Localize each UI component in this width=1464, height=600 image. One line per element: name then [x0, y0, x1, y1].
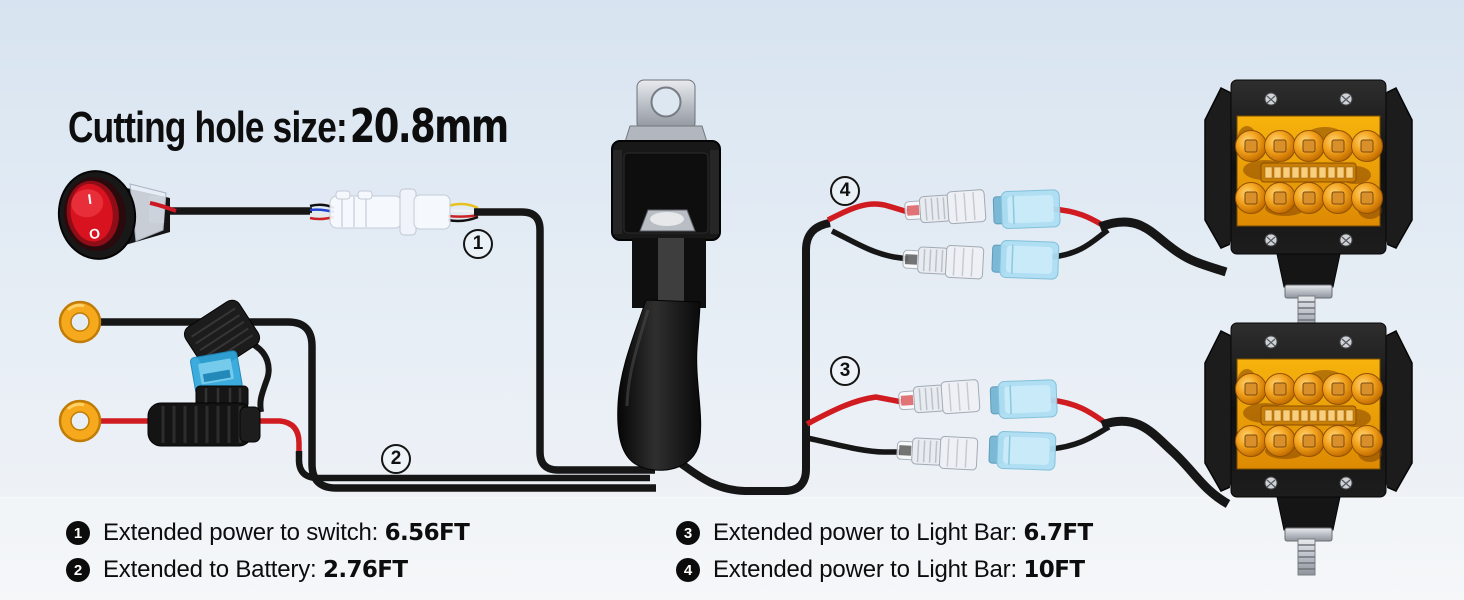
legend-label-1: Extended power to switch:	[103, 519, 379, 546]
wire-tag-4: 4	[830, 176, 860, 206]
blue-terminal-4-neg	[990, 239, 1060, 281]
wire-tag-1: 1	[463, 229, 493, 259]
wire-lightbar-bottom	[1049, 397, 1231, 508]
wire-lightbar-top	[1051, 206, 1228, 277]
wire-tag-3: 3	[830, 356, 860, 386]
legend-text-3: Extended power to Light Bar: 6.7FT	[713, 519, 1093, 547]
wire-branch-4	[826, 201, 909, 262]
ring-terminal-positive	[58, 399, 102, 443]
switch-off-mark: O	[88, 225, 101, 242]
clear-terminal-4-neg	[901, 242, 985, 280]
fuse-cap	[183, 299, 261, 373]
blade-fuse	[190, 350, 243, 396]
led-light-bar-bottom	[1204, 322, 1413, 576]
ring-terminal-ground	[58, 300, 102, 344]
legend-value-3: 6.7FT	[1023, 520, 1093, 546]
wire-battery-ground	[100, 318, 656, 492]
title: Cutting hole size: 20.8mm	[68, 99, 509, 153]
legend-value-1: 6.56FT	[384, 520, 470, 546]
wire-connector-to-relay	[447, 202, 655, 474]
clear-terminal-3-neg	[895, 433, 979, 471]
switch-on-mark: I	[87, 191, 93, 207]
legend-item-4: 4 Extended power to Light Bar: 10FT	[676, 556, 1085, 584]
wire-switch-lead	[168, 203, 335, 221]
blue-terminal-3-pos	[989, 378, 1059, 420]
legend-num-2: 2	[66, 558, 90, 582]
legend-item-3: 3 Extended power to Light Bar: 6.7FT	[676, 519, 1093, 547]
floor-surface	[0, 497, 1464, 600]
legend-num-1: 1	[66, 521, 90, 545]
title-label: Cutting hole size:	[68, 103, 348, 152]
legend-text-4: Extended power to Light Bar: 10FT	[713, 556, 1085, 584]
clear-terminal-4-pos	[903, 188, 987, 228]
relay	[611, 79, 721, 471]
switch-red-lead	[149, 201, 177, 213]
legend-num-3: 3	[676, 521, 700, 545]
legend-label-3: Extended power to Light Bar:	[713, 519, 1017, 546]
legend-label-4: Extended power to Light Bar:	[713, 556, 1017, 583]
led-light-bar-top	[1204, 79, 1413, 333]
legend-item-1: 1 Extended power to switch: 6.56FT	[66, 519, 470, 547]
wire-output-trunk	[673, 219, 831, 495]
legend-label-2: Extended to Battery:	[103, 556, 317, 583]
blue-terminal-3-neg	[987, 430, 1057, 472]
legend-item-2: 2 Extended to Battery: 2.76FT	[66, 556, 408, 584]
blue-terminal-4-pos	[992, 188, 1062, 230]
bracket-bolt-hole	[650, 86, 682, 118]
inline-2pin-connector	[329, 188, 451, 236]
title-value: 20.8mm	[349, 99, 509, 153]
fuse-cap-tether	[250, 341, 272, 413]
legend-num-4: 4	[676, 558, 700, 582]
legend-value-4: 10FT	[1023, 557, 1085, 583]
legend-value-2: 2.76FT	[322, 557, 408, 583]
fuse-holder	[147, 299, 272, 447]
clear-terminal-3-pos	[897, 378, 981, 418]
rocker-switch: I O	[57, 170, 177, 260]
wire-tag-2: 2	[381, 444, 411, 474]
legend-text-1: Extended power to switch: 6.56FT	[103, 519, 470, 547]
wire-branch-3	[805, 394, 903, 455]
legend-text-2: Extended to Battery: 2.76FT	[103, 556, 408, 584]
